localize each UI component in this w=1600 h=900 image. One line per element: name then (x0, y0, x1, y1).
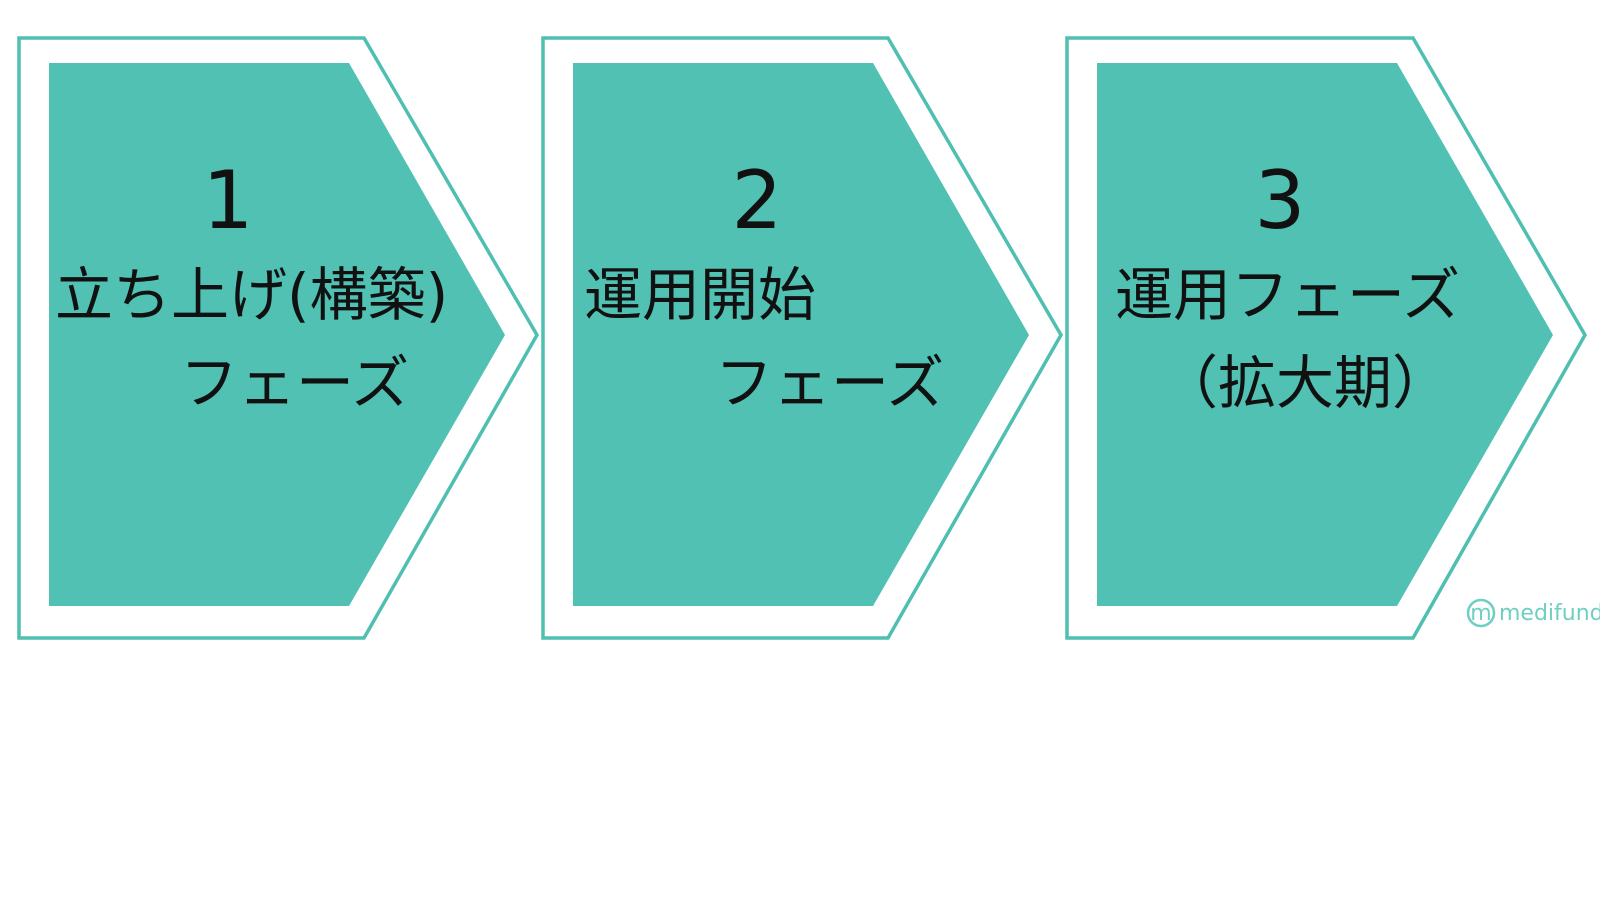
step-1-title-line1: 立ち上げ(構築) (55, 261, 448, 329)
step-3-title-line2: （拡大期） (1160, 349, 1450, 417)
step-3-chevron (1097, 63, 1553, 606)
step-2-title-line2: フェーズ (715, 349, 944, 417)
step-3-number: 3 (1255, 154, 1306, 247)
medifund-logo: m medifund (1466, 598, 1600, 628)
step-1-number: 1 (203, 154, 254, 247)
step-1-title-line2: フェーズ (180, 349, 409, 417)
step-1: 1 立ち上げ(構築) フェーズ (17, 36, 540, 640)
step-1-chevron (49, 63, 505, 606)
logo-circle-icon (1466, 598, 1496, 628)
step-3: 3 運用フェーズ （拡大期） (1065, 36, 1588, 640)
step-2: 2 運用開始 フェーズ (541, 36, 1064, 640)
step-2-title-line1: 運用開始 (584, 261, 816, 329)
step-2-number: 2 (732, 154, 783, 247)
logo-wordmark: medifund (1499, 601, 1600, 626)
logo-icon-letter: m (1470, 601, 1491, 626)
step-1-outline (17, 36, 540, 640)
step-2-outline (541, 36, 1064, 640)
step-2-chevron (573, 63, 1029, 606)
step-3-title-line1: 運用フェーズ (1115, 261, 1460, 329)
step-3-outline (1065, 36, 1588, 640)
